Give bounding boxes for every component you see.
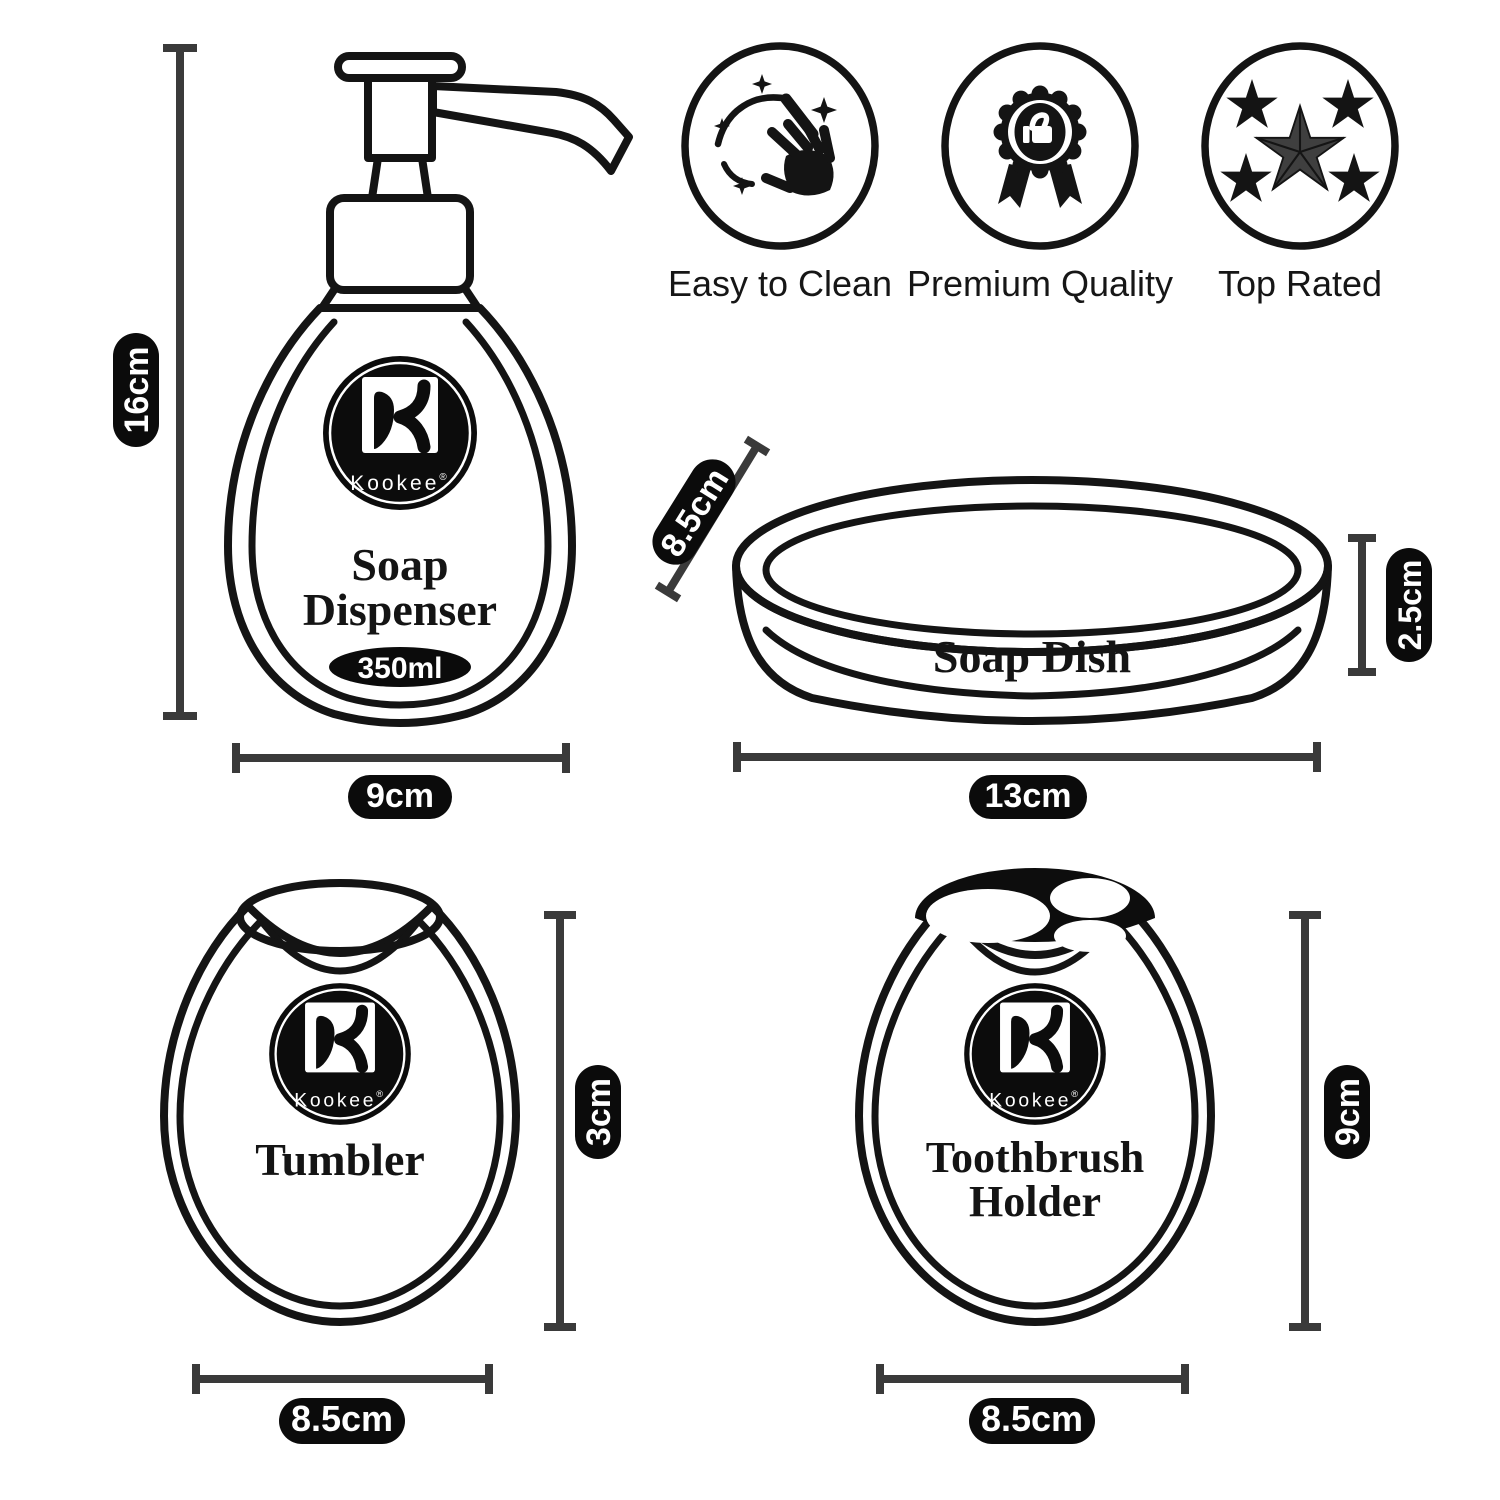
thumbs-up-icon (1023, 112, 1052, 143)
brand-wordmark: Kookee® (294, 1089, 386, 1111)
holder-width-value: 8.5cm (981, 1398, 1083, 1439)
dish-depth-value: 8.5cm (653, 462, 736, 564)
dish-height-value: 2.5cm (1392, 560, 1428, 651)
top-rated-label: Top Rated (1218, 263, 1382, 304)
tumbler-width-value: 8.5cm (291, 1398, 393, 1439)
premium-quality-badge (941, 42, 1139, 250)
tumbler-opening (236, 879, 444, 955)
toothbrush-holder-figure: Kookee® Toothbrush Holder 9cm 8.5cm (855, 868, 1370, 1444)
capacity-value: 350ml (357, 652, 442, 685)
tumbler-height-dimension: 3cm (544, 911, 621, 1331)
tumbler-figure: Kookee® Tumbler 3cm 8.5cm (160, 879, 621, 1444)
premium-quality-label: Premium Quality (907, 263, 1173, 304)
small-hole-bottom (1054, 920, 1126, 952)
holder-height-dimension: 9cm (1289, 911, 1370, 1331)
brand-logo: Kookee® (964, 983, 1106, 1125)
clean-hand-icon (714, 74, 837, 196)
dispenser-pump (318, 52, 633, 312)
dispenser-bottle (224, 304, 576, 727)
award-ribbon-icon (993, 85, 1087, 208)
dispenser-height-value: 16cm (118, 347, 156, 434)
dish-height-dimension: 2.5cm (1348, 534, 1432, 676)
dish-width-value: 13cm (985, 777, 1072, 815)
dish-name: Soap Dish (933, 631, 1131, 682)
dispenser-name-line1: Soap (351, 539, 448, 590)
soap-dispenser-figure: Kookee® Soap Dispenser 350ml 16cm 9cm (113, 44, 633, 819)
holder-height-value: 9cm (1329, 1078, 1367, 1146)
dish-width-dimension: 13cm (733, 742, 1321, 819)
tumbler-height-value: 3cm (580, 1078, 618, 1146)
small-hole-top (1050, 878, 1130, 918)
five-stars-icon (1220, 79, 1380, 202)
holder-body (855, 902, 1215, 1326)
brand-wordmark: Kookee® (350, 472, 450, 495)
capacity-badge: 350ml (329, 647, 471, 687)
holder-name-line1: Toothbrush (926, 1133, 1145, 1182)
easy-to-clean-badge (681, 42, 879, 250)
large-hole (926, 889, 1050, 943)
dispenser-height-dimension: 16cm (113, 44, 197, 720)
tumbler-body (160, 902, 520, 1326)
dispenser-width-dimension: 9cm (232, 743, 570, 819)
brand-wordmark: Kookee® (989, 1089, 1081, 1111)
holder-name-line2: Holder (969, 1177, 1101, 1226)
tumbler-name: Tumbler (255, 1134, 425, 1185)
holder-top-holes (915, 868, 1155, 952)
dish-rim-inner (762, 502, 1302, 638)
soap-dish-figure: Soap Dish 8.5cm 2.5cm (652, 435, 1432, 819)
brand-logo: Kookee® (323, 356, 477, 510)
feature-badges: Easy to Clean Prem (668, 42, 1399, 304)
dispenser-width-value: 9cm (366, 777, 434, 815)
dish-depth-dimension: 8.5cm (652, 435, 771, 603)
dish-rim-outer (732, 476, 1332, 656)
top-rated-badge (1201, 42, 1399, 250)
easy-to-clean-label: Easy to Clean (668, 263, 892, 304)
holder-width-dimension: 8.5cm (876, 1364, 1189, 1444)
dispenser-name-line2: Dispenser (303, 584, 497, 635)
brand-logo: Kookee® (269, 983, 411, 1125)
tumbler-width-dimension: 8.5cm (192, 1364, 493, 1444)
